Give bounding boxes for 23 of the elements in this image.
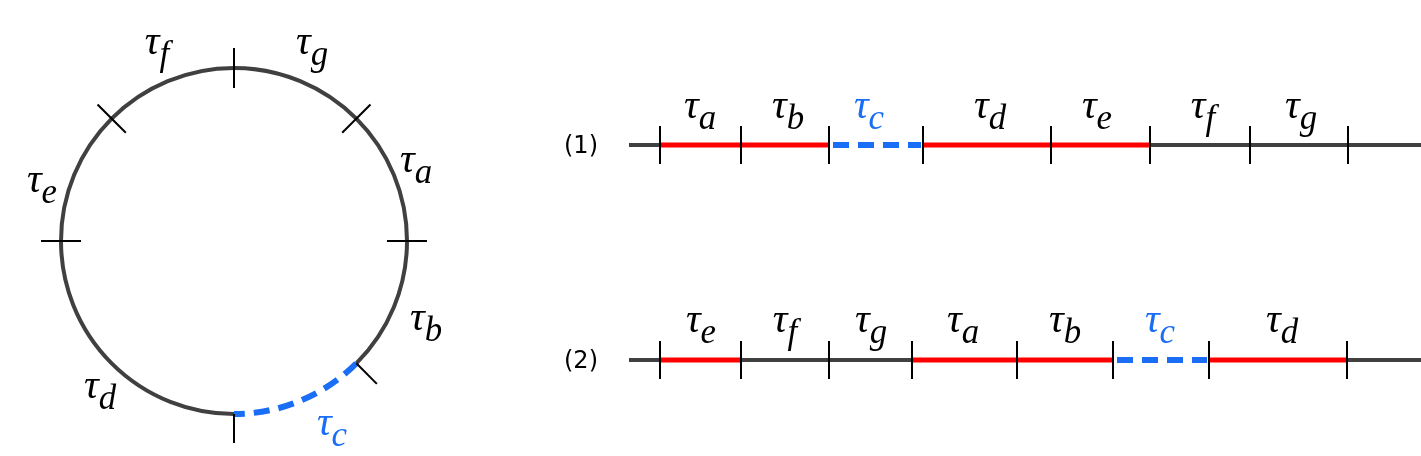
segment-label: τ$_{e}$ — [1080, 82, 1114, 138]
arc-label: τ$_{a}$ — [398, 136, 434, 192]
arc-label: τ$_{c}$ — [315, 399, 349, 455]
segment-label: τ$_{f}$ — [1185, 82, 1221, 138]
segment-label: τ$_{c}$ — [852, 82, 886, 138]
row-label: (1) — [564, 130, 598, 160]
segment-label: τ$_{c}$ — [1143, 296, 1177, 352]
segment-label: τ$_{b}$ — [770, 82, 806, 138]
segment-label: τ$_{e}$ — [684, 296, 718, 352]
arc-label: τ$_{g}$ — [294, 18, 330, 74]
arc-label: τ$_{e}$ — [25, 156, 59, 212]
segment-label: τ$_{f}$ — [767, 296, 803, 352]
segment-label: τ$_{d}$ — [1264, 296, 1300, 352]
segment-label: τ$_{a}$ — [682, 82, 718, 138]
segment-label: τ$_{a}$ — [945, 296, 981, 352]
segment-label: τ$_{g}$ — [853, 296, 889, 352]
segment-label: τ$_{g}$ — [1283, 82, 1319, 138]
segment-label: τ$_{d}$ — [972, 82, 1008, 138]
arc-label: τ$_{d}$ — [82, 362, 118, 418]
arc-label: τ$_{b}$ — [408, 294, 444, 350]
arc-label: τ$_{f}$ — [139, 18, 175, 74]
segment-label: τ$_{b}$ — [1047, 296, 1083, 352]
row-label: (2) — [564, 345, 598, 375]
